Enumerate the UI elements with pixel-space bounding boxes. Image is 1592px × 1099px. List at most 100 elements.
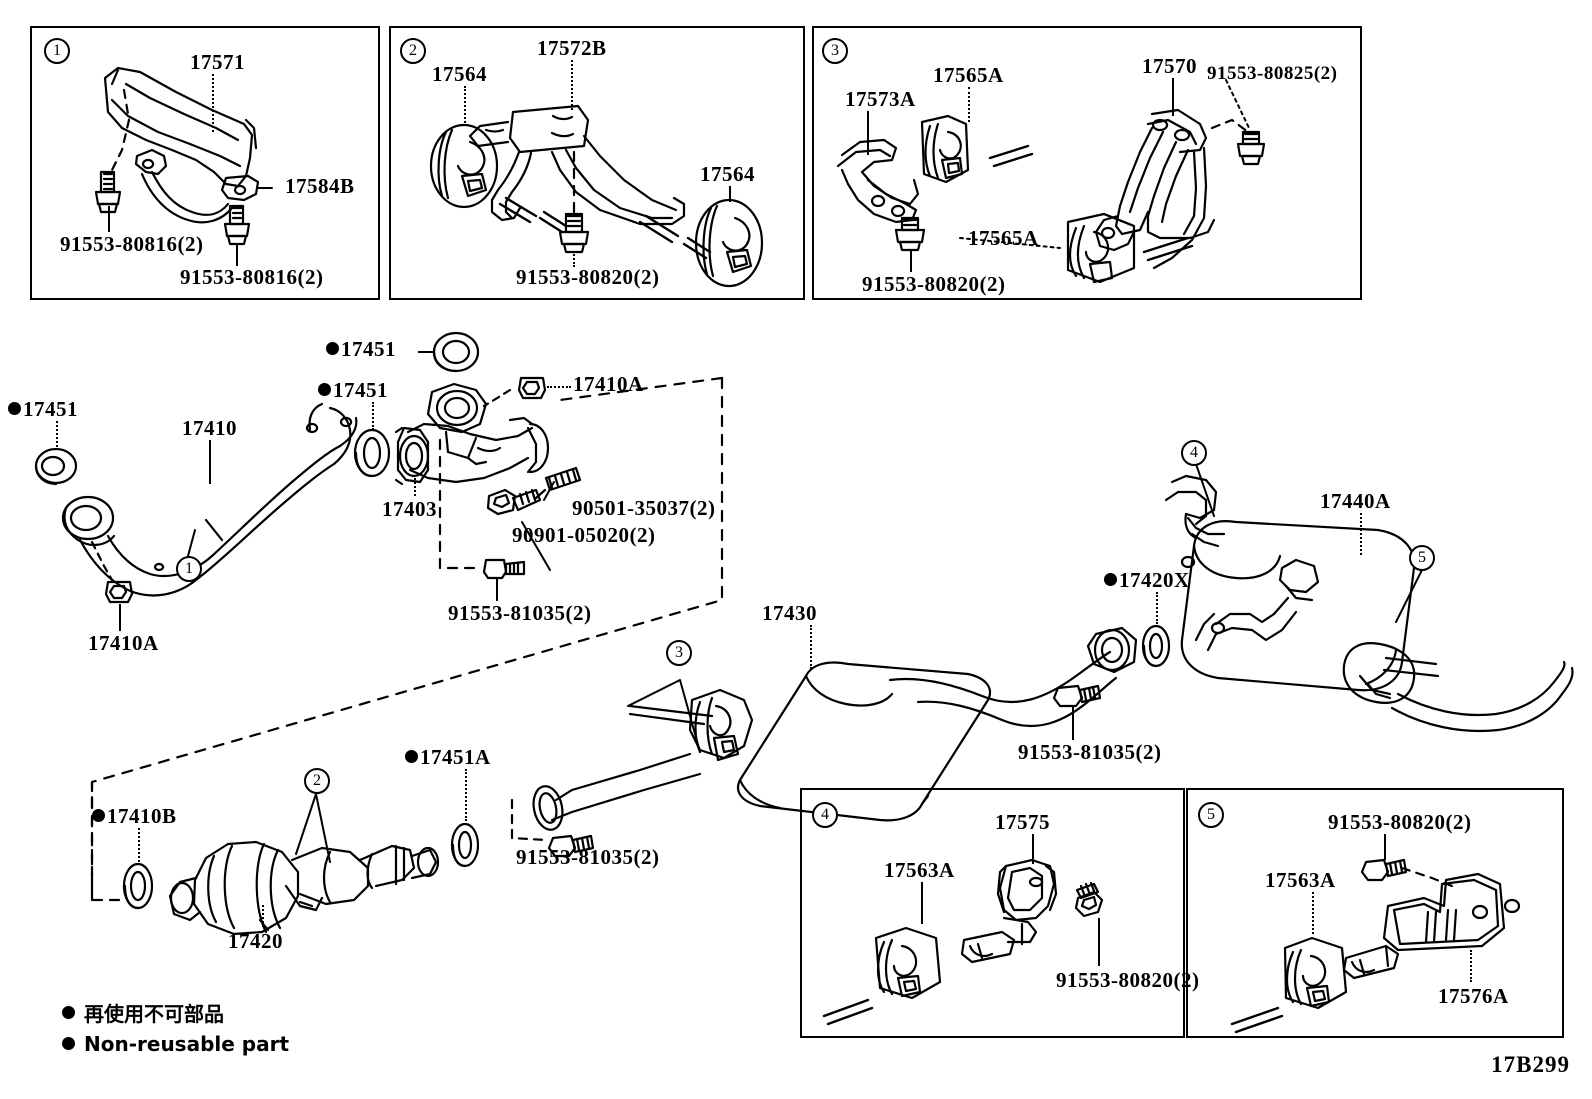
part-90901-05020-bolt <box>486 488 542 516</box>
part-17420-catalytic-converter <box>168 840 440 936</box>
drawing-id: 17B299 <box>1491 1052 1570 1077</box>
leader-17440A <box>1360 513 1362 555</box>
legend-jp-text: 再使用不可部品 <box>84 1002 224 1026</box>
leader-17563A-p5 <box>1312 892 1314 934</box>
part-91553-81035-bolt-center <box>1052 684 1102 708</box>
detail-panel-3 <box>812 26 1362 300</box>
label-17565A-top: 17565A <box>933 63 1004 87</box>
leader-17564-right <box>729 186 731 202</box>
leader-17565A-top <box>968 87 970 122</box>
label-91553-80820-p2: 91553-80820(2) <box>516 265 660 289</box>
leader-17576A <box>1470 950 1472 982</box>
label-17420X: 17420X <box>1104 568 1190 593</box>
part-17403-center-pipe <box>394 382 550 486</box>
legend-row-jp: 再使用不可部品 <box>62 997 289 1028</box>
label-17576A: 17576A <box>1438 984 1509 1008</box>
label-17451-top: 17451 <box>326 337 396 362</box>
leader-17403 <box>414 478 416 496</box>
leader-17410A-left <box>119 604 121 631</box>
leader-91553-81035-center <box>1072 706 1074 740</box>
leader-91553-80820-p4 <box>1098 918 1100 966</box>
label-91553-81035-lower: 91553-81035(2) <box>516 845 660 869</box>
label-91553-80820-p4: 91553-80820(2) <box>1056 968 1200 992</box>
label-17410: 17410 <box>182 416 237 440</box>
leader-17420X <box>1156 592 1158 624</box>
part-17451-gasket-mid <box>353 428 391 478</box>
label-17451-far-left: 17451 <box>8 397 78 422</box>
legend-en-text: Non-reusable part <box>84 1031 290 1056</box>
label-91553-81035-center: 91553-81035(2) <box>1018 740 1162 764</box>
detail-panel-1 <box>30 26 380 300</box>
legend: 再使用不可部品 Non-reusable part <box>62 997 289 1059</box>
label-text: 17451A <box>420 745 491 769</box>
center-to-rear-pipe <box>888 626 1138 728</box>
label-17451A: 17451A <box>405 745 491 770</box>
non-reusable-dot <box>62 1006 75 1019</box>
leader-91553-80820-p2 <box>573 251 575 267</box>
leader-17573A <box>867 111 869 155</box>
label-17563A-p4: 17563A <box>884 858 955 882</box>
label-text: 17420X <box>1119 568 1190 592</box>
label-text: 17451 <box>341 337 396 361</box>
leader-17563A-p4 <box>921 882 923 924</box>
leader-17430 <box>810 625 812 669</box>
leader-91553-80820-p3 <box>910 250 912 272</box>
part-17451A-gasket <box>450 822 480 868</box>
part-17451-gasket-left <box>34 447 78 486</box>
leader-17410 <box>209 440 211 484</box>
label-91553-81035-upper: 91553-81035(2) <box>448 601 592 625</box>
panel-badge-3: 3 <box>822 38 848 64</box>
label-17410A-right: 17410A <box>573 372 644 396</box>
main-badge-3: 3 <box>666 640 692 666</box>
leader-17410A-right <box>547 386 571 388</box>
label-17571: 17571 <box>190 50 245 74</box>
label-17570: 17570 <box>1142 54 1197 78</box>
leader-17571 <box>212 74 214 132</box>
leader-17410B <box>138 828 140 862</box>
leader-17575 <box>1032 834 1034 864</box>
panel-badge-2: 2 <box>400 38 426 64</box>
non-reusable-dot <box>405 750 418 763</box>
label-text: 17410B <box>107 804 177 828</box>
label-17410B: 17410B <box>92 804 177 829</box>
part-17440A-rear-muffler <box>1164 474 1574 733</box>
leader-17570 <box>1172 78 1174 116</box>
label-text: 17451 <box>23 397 78 421</box>
leader-91553-80820-p5 <box>1384 834 1386 860</box>
non-reusable-dot <box>92 809 105 822</box>
non-reusable-dot <box>62 1037 75 1050</box>
legend-row-en: Non-reusable part <box>62 1028 289 1059</box>
detail-panel-5 <box>1186 788 1564 1038</box>
part-91553-81035-bolt-upper <box>482 558 526 580</box>
leader-91553-80816-right <box>236 244 238 266</box>
label-17563A-p5: 17563A <box>1265 868 1336 892</box>
main-badge-2: 2 <box>304 768 330 794</box>
part-90501-35037-spring <box>534 466 582 500</box>
leader-91553-81035-upper <box>496 578 498 601</box>
leader-17572B <box>571 60 573 110</box>
label-17410A-left: 17410A <box>88 631 159 655</box>
panel-badge-1: 1 <box>44 38 70 64</box>
label-17564-right: 17564 <box>700 162 755 186</box>
label-91553-80825: 91553-80825(2) <box>1207 63 1338 84</box>
label-text: 17451 <box>333 378 388 402</box>
label-17440A: 17440A <box>1320 489 1391 513</box>
main-badge-5: 5 <box>1409 545 1435 571</box>
label-91553-80816-left: 91553-80816(2) <box>60 232 204 256</box>
main-badge-4: 4 <box>1181 440 1207 466</box>
label-17572B: 17572B <box>537 36 607 60</box>
label-17451-mid: 17451 <box>318 378 388 403</box>
label-17573A: 17573A <box>845 87 916 111</box>
label-17584B: 17584B <box>285 174 355 198</box>
non-reusable-dot <box>318 383 331 396</box>
leader-17451-far-left <box>56 421 58 447</box>
part-17451-gasket-top <box>432 331 480 373</box>
label-90901-05020: 90901-05020(2) <box>512 523 656 547</box>
part-17410B-gasket <box>122 862 154 910</box>
label-17564-left: 17564 <box>432 62 487 86</box>
leader-17451-mid <box>372 402 374 430</box>
main-badge-1: 1 <box>176 556 202 582</box>
label-90501-35037: 90501-35037(2) <box>572 496 716 520</box>
non-reusable-dot <box>326 342 339 355</box>
